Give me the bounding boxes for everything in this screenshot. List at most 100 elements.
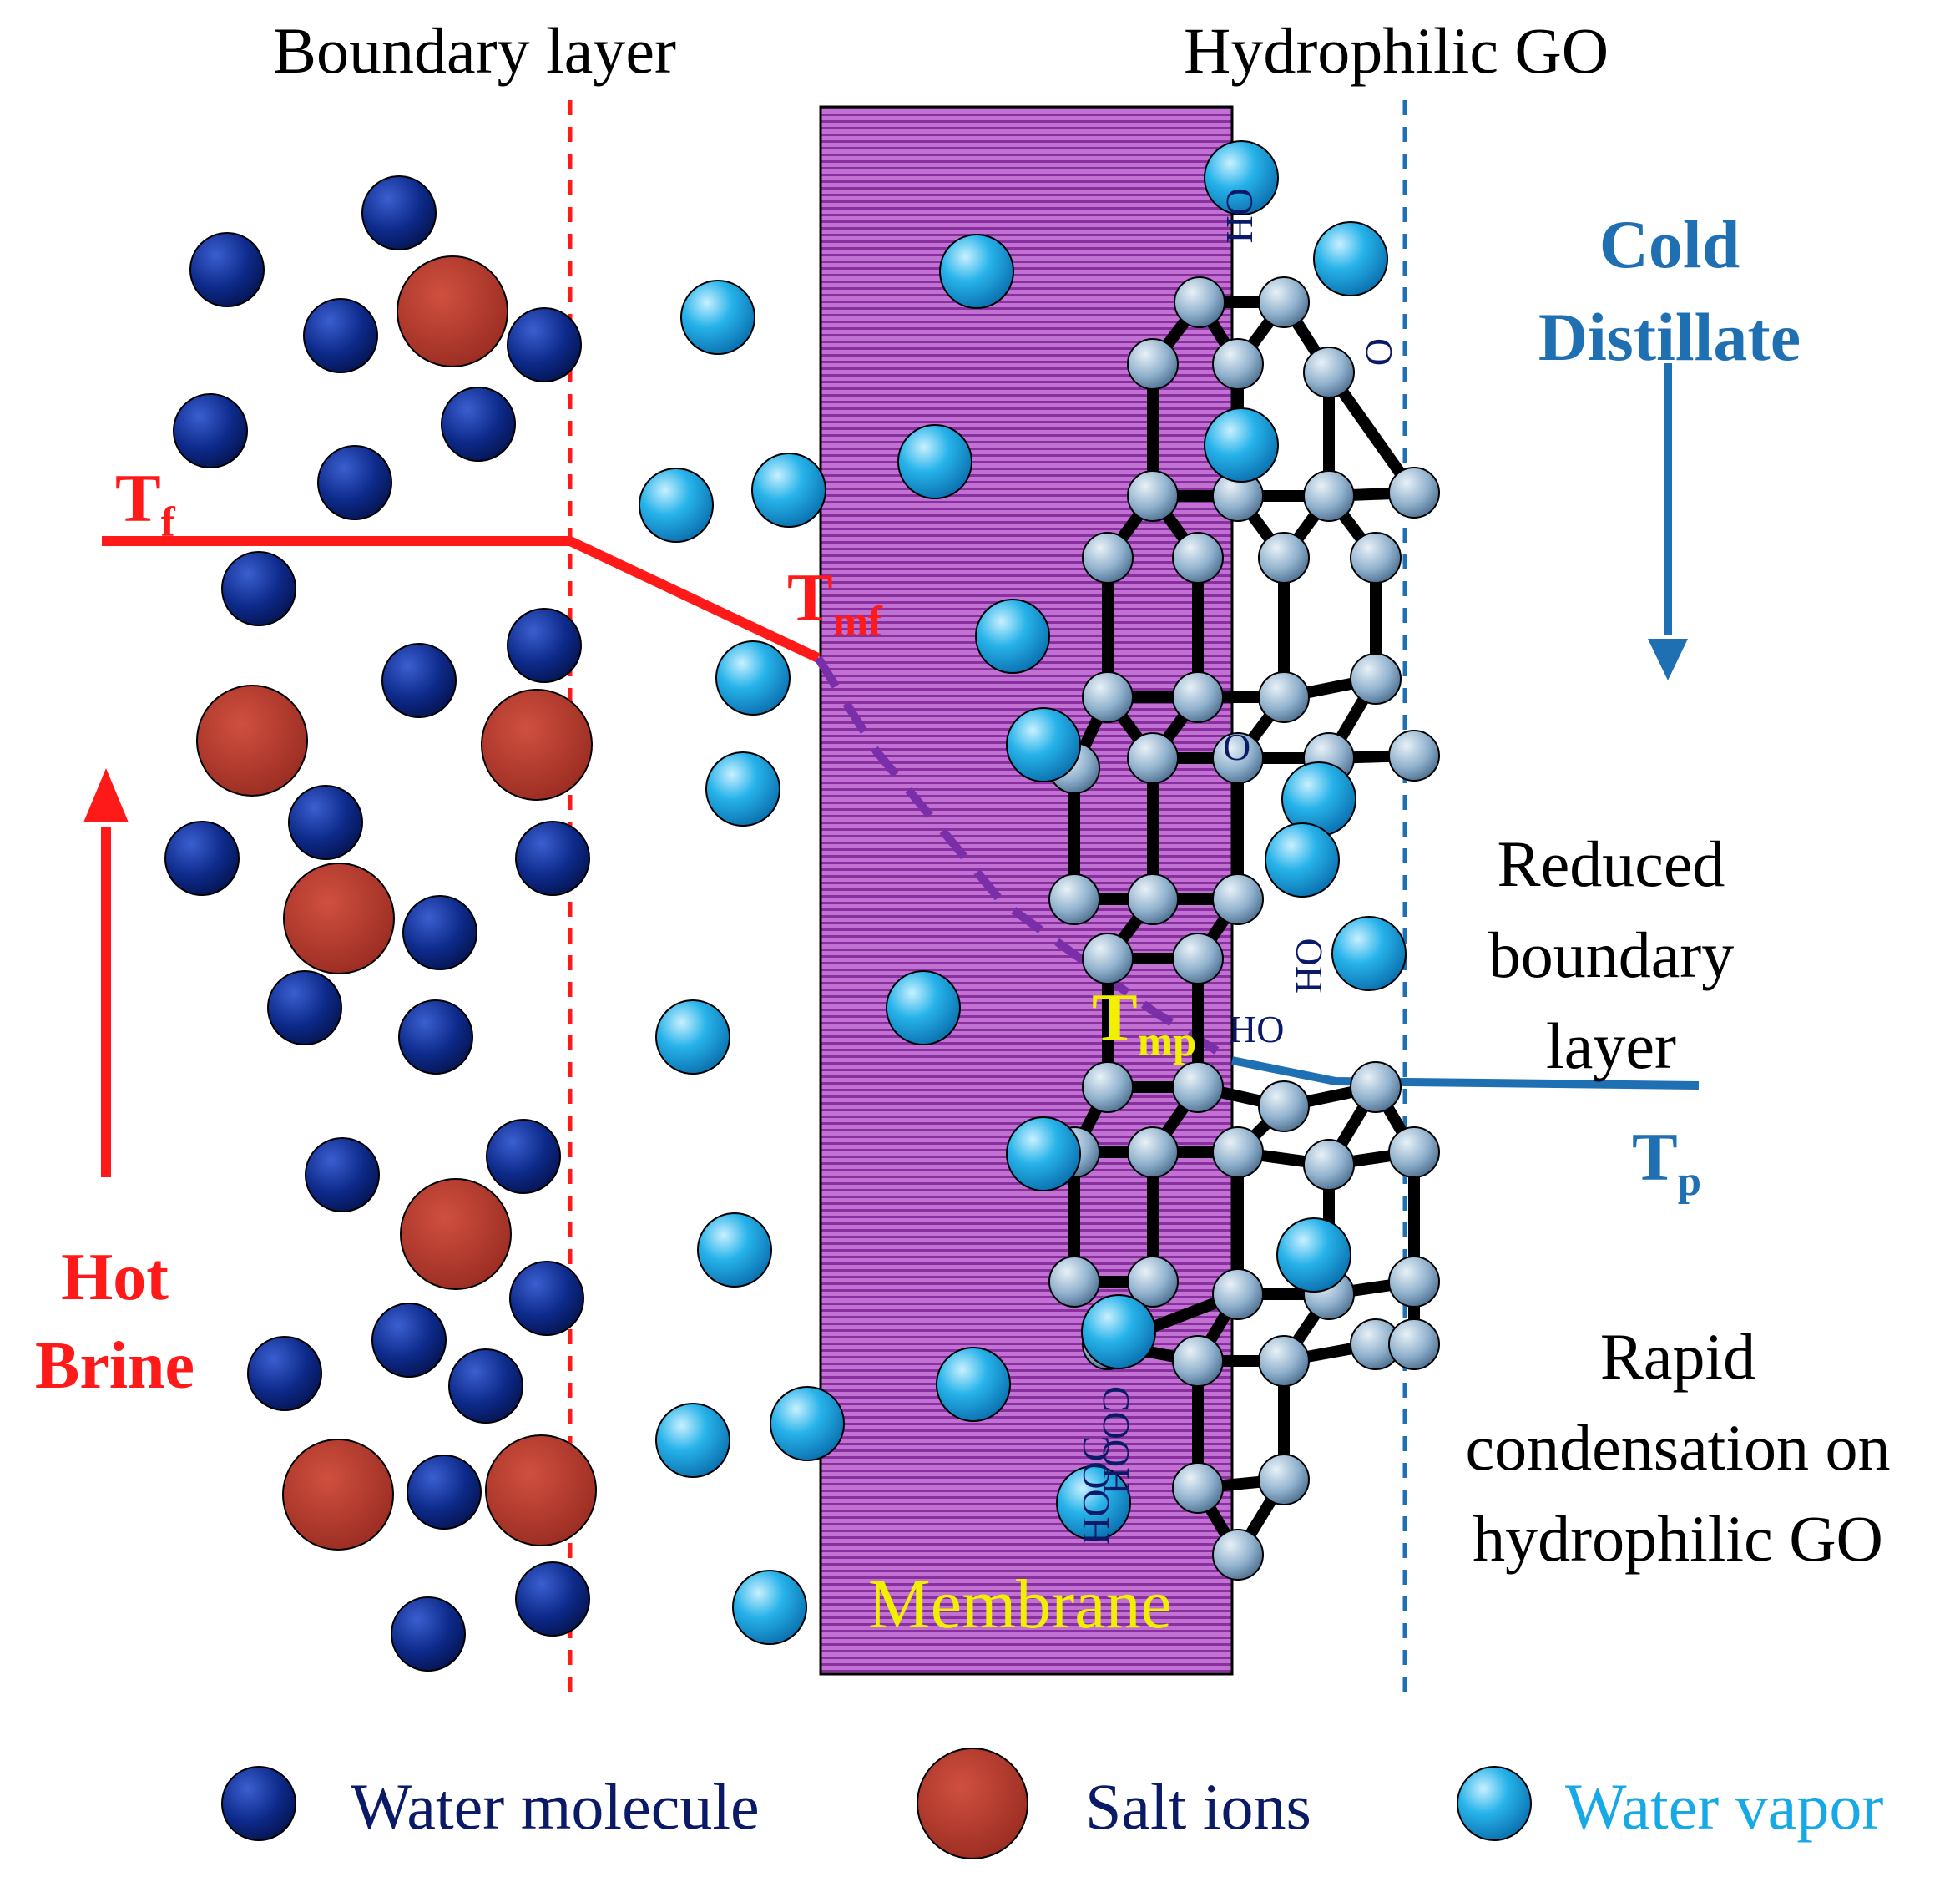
go-carbon-atom <box>1127 1256 1179 1308</box>
cold-distillate-label: Cold Distillate <box>1511 199 1828 383</box>
water-molecule <box>221 551 296 626</box>
water-molecule <box>303 298 378 373</box>
go-carbon-atom <box>1172 532 1224 584</box>
water-vapor <box>1006 707 1081 782</box>
salt-ion <box>196 685 308 797</box>
hydrophilic-go-heading: Hydrophilic GO <box>1184 14 1609 87</box>
go-carbon-atom <box>1212 1268 1264 1320</box>
go-carbon-atom <box>1388 467 1440 519</box>
fg-o-mid: O <box>1223 726 1251 768</box>
temp-permeate-sub: p <box>1677 1156 1701 1204</box>
water-molecule <box>371 1303 447 1378</box>
salt-ion <box>283 863 395 974</box>
go-carbon-atom <box>1388 1318 1440 1370</box>
legend-salt-ions-label: Salt ions <box>1085 1770 1311 1843</box>
go-carbon-atom <box>1258 532 1310 584</box>
water-molecule <box>515 1561 590 1637</box>
fg-oh-top: OH <box>1219 188 1261 244</box>
go-carbon-atom <box>1258 276 1310 328</box>
go-carbon-atom <box>1303 470 1355 522</box>
hot-brine-label: Hot Brine <box>8 1234 221 1410</box>
water-vapor <box>1276 1217 1351 1293</box>
legend-water-molecule-label: Water molecule <box>351 1770 760 1843</box>
water-vapor <box>939 234 1014 309</box>
hot-brine-line-1: Hot <box>61 1241 169 1314</box>
temp-membrane-permeate-label: Tmp <box>1092 984 1196 1063</box>
legend-water-vapor-label: Water vapor <box>1565 1770 1884 1843</box>
water-molecule <box>361 175 437 250</box>
water-vapor <box>886 970 961 1045</box>
fg-ho-rotated: HO <box>1287 938 1330 994</box>
fg-cooh-2: HOOC <box>1074 1435 1117 1545</box>
temp-feed-main: T <box>115 460 161 536</box>
fg-o-top: O <box>1358 338 1401 367</box>
membrane-temperature-gradient <box>814 655 1235 1065</box>
go-carbon-atom <box>1127 732 1179 784</box>
water-vapor <box>975 599 1050 674</box>
water-molecule <box>398 999 473 1075</box>
temp-feed-sub: f <box>160 498 175 545</box>
temp-permeate-main: T <box>1632 1119 1678 1195</box>
water-molecule <box>402 895 477 970</box>
water-vapor <box>1006 1116 1081 1191</box>
water-vapor <box>936 1347 1011 1422</box>
water-vapor <box>715 640 791 716</box>
hot-temperature-profile <box>102 536 821 663</box>
water-molecule <box>507 608 582 683</box>
water-molecule <box>189 232 265 307</box>
water-molecule <box>407 1455 482 1530</box>
water-vapor <box>680 280 755 355</box>
go-carbon-atom <box>1172 1462 1224 1514</box>
go-carbon-atom <box>1172 1335 1224 1387</box>
go-carbon-atom <box>1212 873 1264 925</box>
hot-brine-arrow <box>83 768 129 1177</box>
water-vapor <box>1204 407 1279 483</box>
go-carbon-atom <box>1303 347 1355 398</box>
go-carbon-atom <box>1350 532 1402 584</box>
water-molecule <box>173 393 248 468</box>
water-molecule <box>317 445 392 520</box>
go-carbon-atom <box>1212 1126 1264 1178</box>
water-vapor <box>655 999 730 1075</box>
go-carbon-atom <box>1174 276 1225 328</box>
salt-ion <box>282 1439 394 1551</box>
reduced-boundary-line-3: layer <box>1546 1009 1676 1083</box>
go-carbon-atom <box>1082 1061 1134 1113</box>
water-vapor <box>1056 1465 1131 1541</box>
salt-ion <box>481 689 593 801</box>
go-carbon-atom <box>1127 338 1179 390</box>
go-carbon-atom <box>1258 1454 1310 1505</box>
cold-temperature-profile <box>1231 1056 1700 1090</box>
water-vapor <box>697 1212 772 1288</box>
legend-water-molecule-marker <box>221 1766 296 1841</box>
hot-brine-line-2: Brine <box>34 1328 195 1403</box>
legend-salt-ion-marker <box>917 1748 1028 1859</box>
cold-distillate-line-2: Distillate <box>1538 298 1801 375</box>
boundary-layer-heading: Boundary layer <box>273 14 677 87</box>
water-vapor <box>705 751 780 827</box>
temp-membrane-feed-main: T <box>787 559 833 635</box>
go-carbon-atom <box>1082 532 1134 584</box>
cold-distillate-arrow <box>1648 363 1688 680</box>
temp-membrane-feed-label: Tmf <box>787 564 882 643</box>
water-molecules <box>164 175 590 1672</box>
go-carbon-atom <box>1172 671 1224 723</box>
reduced-boundary-line-1: Reduced <box>1497 827 1725 900</box>
go-carbon-atom <box>1388 1256 1440 1308</box>
water-vapor <box>1204 140 1279 215</box>
go-carbon-atom <box>1212 338 1264 390</box>
temp-membrane-permeate-main: T <box>1092 979 1138 1055</box>
go-carbon-atom <box>1127 873 1179 925</box>
go-carbon-atom <box>1350 653 1402 705</box>
go-carbon-atom <box>1048 873 1100 925</box>
go-carbon-atom <box>1172 1061 1224 1113</box>
water-vapor <box>1265 822 1340 898</box>
legend-water-vapor-marker <box>1457 1766 1532 1841</box>
go-carbon-atom <box>1048 1256 1100 1308</box>
go-carbon-atom <box>1172 933 1224 984</box>
water-molecule <box>515 821 590 896</box>
go-carbon-atom <box>1082 671 1134 723</box>
water-vapor <box>751 453 826 528</box>
